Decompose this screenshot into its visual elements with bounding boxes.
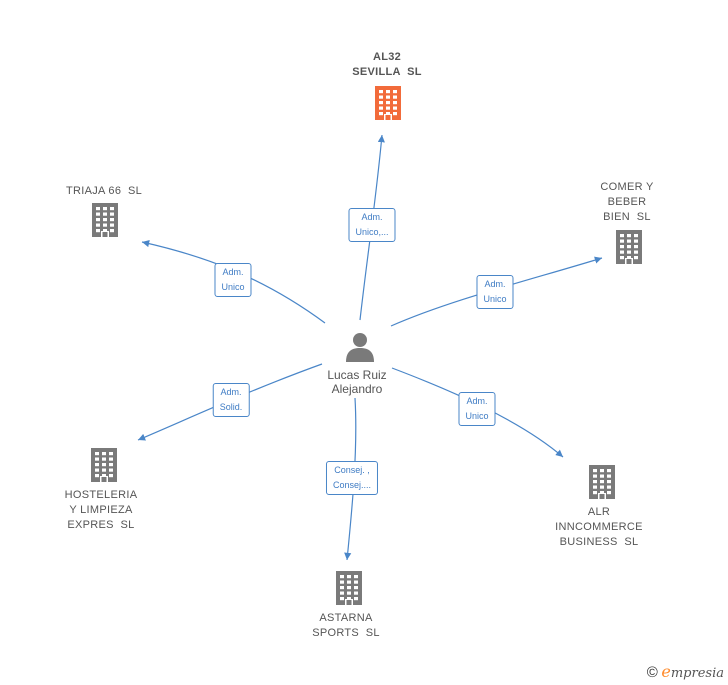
role-line: Unico bbox=[221, 282, 245, 292]
role-badge-comer[interactable]: Adm. Unico bbox=[476, 275, 514, 309]
company-label-triaja[interactable]: TRIAJA 66 SL bbox=[65, 185, 143, 197]
role-line: Adm. bbox=[484, 279, 506, 289]
role-line: Adm. bbox=[361, 212, 383, 222]
role-line: Solid. bbox=[219, 402, 243, 412]
role-badge-hosteleria[interactable]: Adm. Solid. bbox=[212, 383, 250, 417]
footer-brand: © empresia bbox=[647, 662, 724, 681]
center-person-label[interactable]: Lucas Ruiz Alejandro bbox=[327, 368, 387, 396]
company-label-comer[interactable]: COMER Y BEBER BIEN SL bbox=[600, 181, 654, 223]
role-line: Unico bbox=[483, 294, 507, 304]
role-line: Consej. , bbox=[334, 465, 370, 475]
building-icon-triaja[interactable] bbox=[90, 203, 120, 242]
copyright-symbol: © bbox=[646, 664, 658, 681]
company-label-al32[interactable]: AL32 SEVILLA SL bbox=[352, 51, 422, 78]
building-icon-comer[interactable] bbox=[614, 230, 644, 269]
role-badge-triaja[interactable]: Adm. Unico bbox=[214, 263, 252, 297]
brand-initial: e bbox=[661, 662, 671, 681]
role-line: Unico bbox=[465, 411, 489, 421]
role-line: Adm. bbox=[220, 387, 242, 397]
role-badge-alr[interactable]: Adm. Unico bbox=[458, 392, 496, 426]
company-label-alr[interactable]: ALR INNCOMMERCE BUSINESS SL bbox=[555, 506, 643, 548]
building-icon-al32[interactable] bbox=[373, 86, 403, 125]
role-badge-astarna[interactable]: Consej. , Consej.... bbox=[325, 461, 379, 495]
person-icon[interactable] bbox=[344, 332, 376, 367]
company-label-hosteleria[interactable]: HOSTELERIA Y LIMPIEZA EXPRES SL bbox=[64, 489, 138, 531]
role-badge-al32[interactable]: Adm. Unico,... bbox=[348, 208, 396, 242]
building-icon-hosteleria[interactable] bbox=[89, 448, 119, 487]
role-line: Unico,... bbox=[355, 227, 389, 237]
role-line: Adm. bbox=[222, 267, 244, 277]
brand-name: mpresia bbox=[670, 666, 724, 681]
role-line: Adm. bbox=[466, 396, 488, 406]
company-label-astarna[interactable]: ASTARNA SPORTS SL bbox=[312, 612, 380, 639]
role-line: Consej.... bbox=[332, 480, 372, 490]
building-icon-astarna[interactable] bbox=[334, 571, 364, 610]
building-icon-alr[interactable] bbox=[587, 465, 617, 504]
